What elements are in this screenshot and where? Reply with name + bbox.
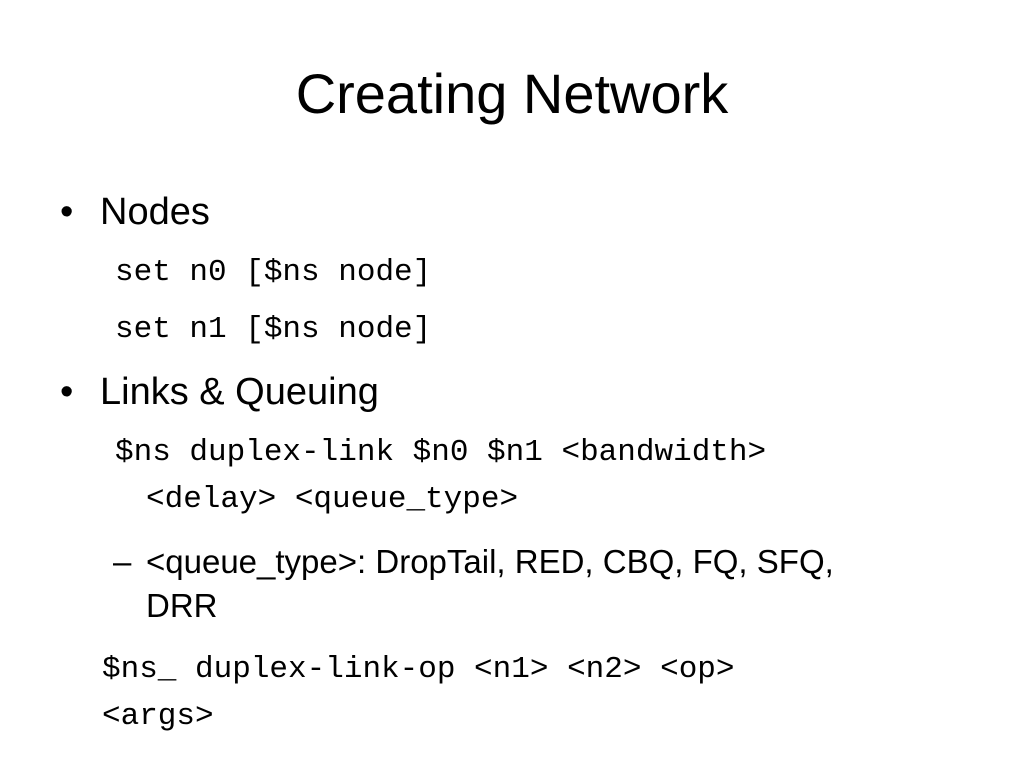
bullet-nodes: • Nodes (60, 190, 210, 236)
bullet-glyph: • (60, 191, 74, 233)
code-duplex-link-op-line1: $ns_ duplex-link-op <n1> <n2> <op> (102, 652, 735, 687)
sub-item-queue-types: – <queue_type>: DropTail, RED, CBQ, FQ, … (113, 540, 893, 628)
bullet-links-label: Links & Queuing (100, 371, 379, 413)
slide-title: Creating Network (295, 62, 729, 125)
code-set-n0: set n0 [$ns node] (115, 255, 432, 290)
bullet-glyph: • (60, 371, 74, 413)
code-duplex-link-op-line2: <args> (102, 699, 214, 734)
code-duplex-link-line1: $ns duplex-link $n0 $n1 <bandwidth> (115, 435, 767, 470)
bullet-links-queuing: • Links & Queuing (60, 370, 379, 416)
bullet-nodes-label: Nodes (100, 191, 210, 233)
sub-item-text: <queue_type>: DropTail, RED, CBQ, FQ, SF… (146, 543, 834, 624)
dash-glyph: – (113, 543, 132, 580)
code-set-n1: set n1 [$ns node] (115, 312, 432, 347)
code-duplex-link-line2: <delay> <queue_type> (146, 482, 519, 517)
